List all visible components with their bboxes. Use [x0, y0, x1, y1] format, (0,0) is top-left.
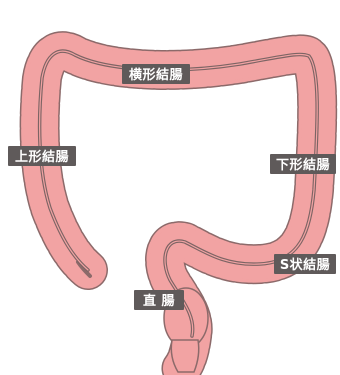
label-ascending-text: 上形結腸: [15, 149, 69, 165]
label-rectum-text: 直 腸: [143, 293, 175, 309]
label-rectum: 直 腸: [134, 290, 184, 310]
label-ascending-colon: 上形結腸: [8, 146, 76, 166]
label-descending-text: 下形結腸: [276, 157, 330, 173]
anal-canal: [171, 340, 199, 372]
label-descending-colon: 下形結腸: [270, 154, 336, 174]
label-transverse-text: 横形結腸: [129, 67, 183, 83]
colon-body: [40, 51, 318, 372]
label-sigmoid-text: S状結腸: [280, 257, 330, 273]
label-sigmoid-colon: S状結腸: [274, 254, 336, 274]
label-transverse-colon: 横形結腸: [122, 64, 190, 84]
